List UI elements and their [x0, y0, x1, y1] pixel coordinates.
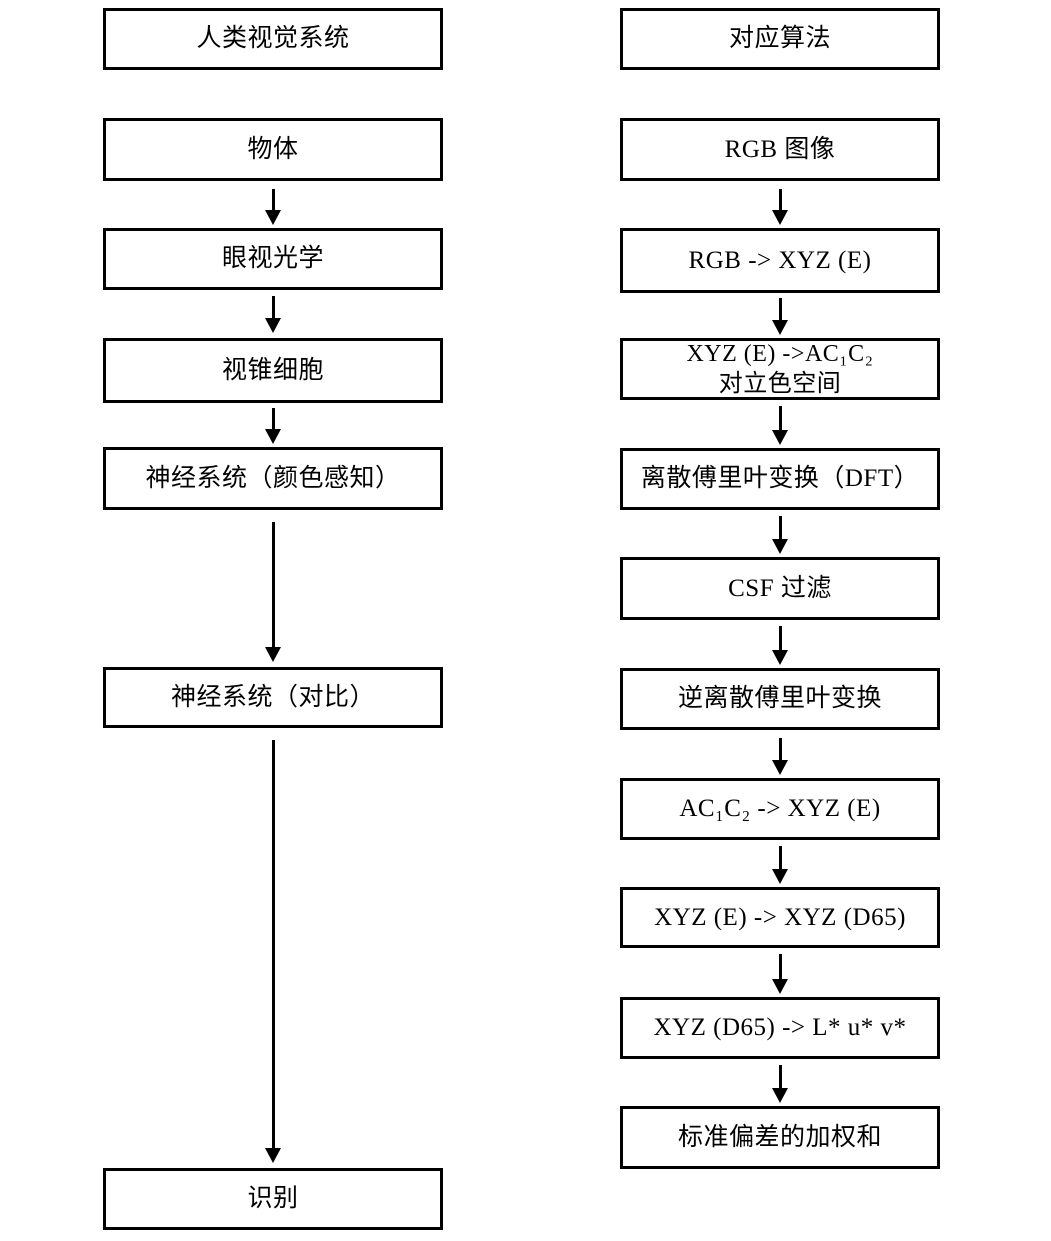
flow-box-xyz-to-ac1c2-opponent-space: XYZ (E) ->AC₁C₂ 对立色空间 — [620, 338, 940, 400]
arrow-down-icon — [772, 298, 788, 335]
flow-box-inverse-dft: 逆离散傅里叶变换 — [620, 668, 940, 730]
flow-box-ac1c2-to-xyz: AC₁C₂ -> XYZ (E) — [620, 778, 940, 840]
arrow-down-icon — [772, 626, 788, 665]
right-column-header-box: 对应算法 — [620, 8, 940, 70]
flow-box-eye-optics: 眼视光学 — [103, 228, 443, 290]
arrow-down-icon — [265, 189, 281, 225]
arrow-down-icon — [772, 1065, 788, 1103]
arrow-down-icon — [265, 522, 281, 662]
arrow-down-icon — [265, 740, 281, 1163]
flow-box-neural-color-perception: 神经系统（颜色感知） — [103, 447, 443, 510]
flow-box-weighted-sum-of-std-dev: 标准偏差的加权和 — [620, 1106, 940, 1169]
arrow-down-icon — [772, 738, 788, 775]
arrow-down-icon — [772, 954, 788, 994]
flow-box-rgb-image: RGB 图像 — [620, 118, 940, 181]
flow-box-rgb-to-xyz: RGB -> XYZ (E) — [620, 228, 940, 293]
flow-box-neural-contrast: 神经系统（对比） — [103, 667, 443, 728]
arrow-down-icon — [772, 406, 788, 445]
arrow-down-icon — [265, 296, 281, 333]
flow-box-dft: 离散傅里叶变换（DFT） — [620, 448, 940, 510]
arrow-down-icon — [265, 408, 281, 444]
flow-box-csf-filter: CSF 过滤 — [620, 557, 940, 620]
arrow-down-icon — [772, 846, 788, 884]
flow-box-object: 物体 — [103, 118, 443, 181]
flow-box-recognition: 识别 — [103, 1168, 443, 1230]
flow-box-xyz-e-to-xyz-d65: XYZ (E) -> XYZ (D65) — [620, 887, 940, 948]
flow-box-xyz-d65-to-luv: XYZ (D65) -> L* u* v* — [620, 997, 940, 1059]
left-column-header-box: 人类视觉系统 — [103, 8, 443, 70]
flow-box-cone-cells: 视锥细胞 — [103, 338, 443, 403]
arrow-down-icon — [772, 516, 788, 554]
arrow-down-icon — [772, 189, 788, 225]
